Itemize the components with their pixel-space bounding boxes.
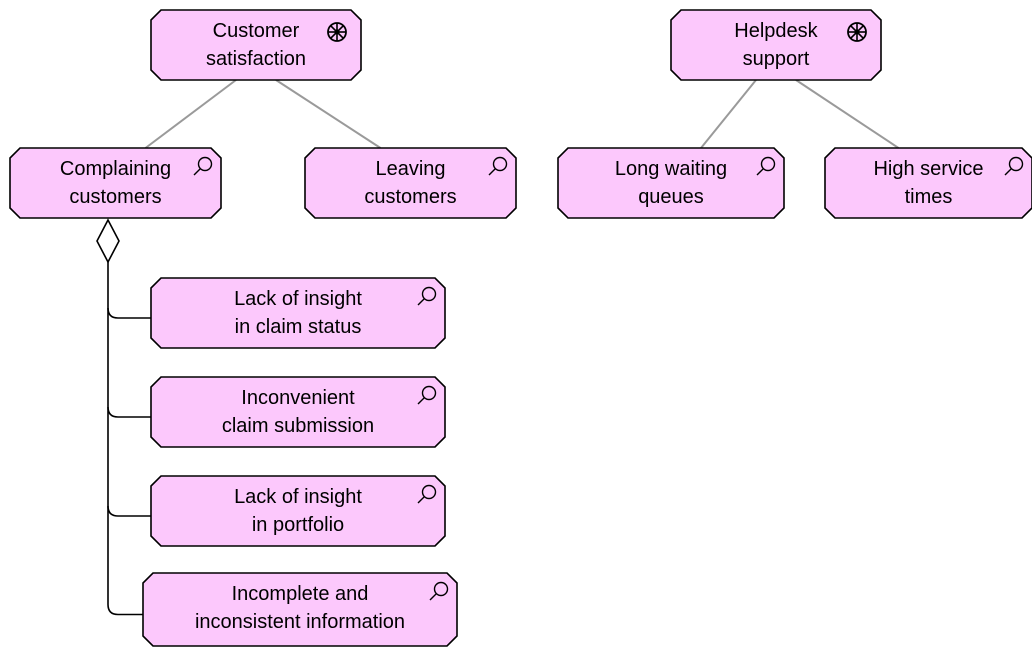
magnifier-icon [417,286,437,306]
node-label-line: High service [873,158,983,180]
magnifier-icon [417,385,437,405]
node-shape [150,475,446,547]
magnifier-icon [429,581,449,601]
assessment-node-lack-of-insight-claim-status[interactable]: Lack of insight in claim status [150,277,446,349]
node-label-line: in claim status [235,316,362,338]
node-label-line: queues [638,186,704,208]
aggregation-branch[interactable] [107,406,151,418]
assessment-node-long-waiting-queues[interactable]: Long waiting queues [557,147,785,219]
driver-node-helpdesk-support[interactable]: Helpdesk support [670,9,882,81]
assessment-node-leaving-customers[interactable]: Leaving customers [304,147,517,219]
node-label-line: claim submission [222,415,374,437]
node-shape [150,9,362,81]
node-shape [142,572,458,647]
node-label-line: Leaving [375,158,445,180]
association-line[interactable] [144,79,237,149]
aggregation-trunk[interactable] [107,262,143,616]
node-label-line: Incomplete and [232,583,369,605]
connectors [96,79,900,616]
assessment-node-lack-of-insight-portfolio[interactable]: Lack of insight in portfolio [150,475,446,547]
node-label-line: customers [364,186,456,208]
driver-wheel-icon [327,22,347,42]
assessment-node-high-service-times[interactable]: High service times [824,147,1032,219]
node-label-line: in portfolio [252,514,344,536]
aggregation-branch[interactable] [107,307,151,319]
node-shape [557,147,785,219]
association-line[interactable] [700,79,757,149]
driver-wheel-icon [847,22,867,42]
nodes: Customer satisfaction Helpdesk supportCompl… [9,9,1032,647]
node-label-line: satisfaction [206,48,306,70]
magnifier-icon [417,484,437,504]
aggregation-branch[interactable] [107,505,151,517]
magnifier-icon [1004,156,1024,176]
node-shape [304,147,517,219]
magnifier-icon [756,156,776,176]
node-label-line: Customer [213,20,300,42]
magnifier-icon [193,156,213,176]
assessment-node-inconvenient-claim-submission[interactable]: Inconvenient claim submission [150,376,446,448]
assessment-node-incomplete-inconsistent-information[interactable]: Incomplete and inconsistent information [142,572,458,647]
association-line[interactable] [275,79,382,149]
node-shape [150,376,446,448]
node-label-line: Lack of insight [234,486,362,508]
node-shape [9,147,222,219]
aggregation-diamond [96,218,120,264]
node-label-line: Inconvenient [241,387,355,409]
node-label-line: customers [69,186,161,208]
node-label-line: times [905,186,953,208]
node-shape [150,277,446,349]
node-label-line: Helpdesk [734,20,818,42]
driver-node-customer-satisfaction[interactable]: Customer satisfaction [150,9,362,81]
node-label-line: Lack of insight [234,288,362,310]
node-label-line: Long waiting [615,158,727,180]
node-shape [824,147,1032,219]
node-label-line: inconsistent information [195,611,405,633]
magnifier-icon [488,156,508,176]
node-shape [670,9,882,81]
node-label-line: Complaining [60,158,171,180]
node-label-line: support [743,48,810,70]
association-line[interactable] [795,79,900,149]
assessment-node-complaining-customers[interactable]: Complaining customers [9,147,222,219]
